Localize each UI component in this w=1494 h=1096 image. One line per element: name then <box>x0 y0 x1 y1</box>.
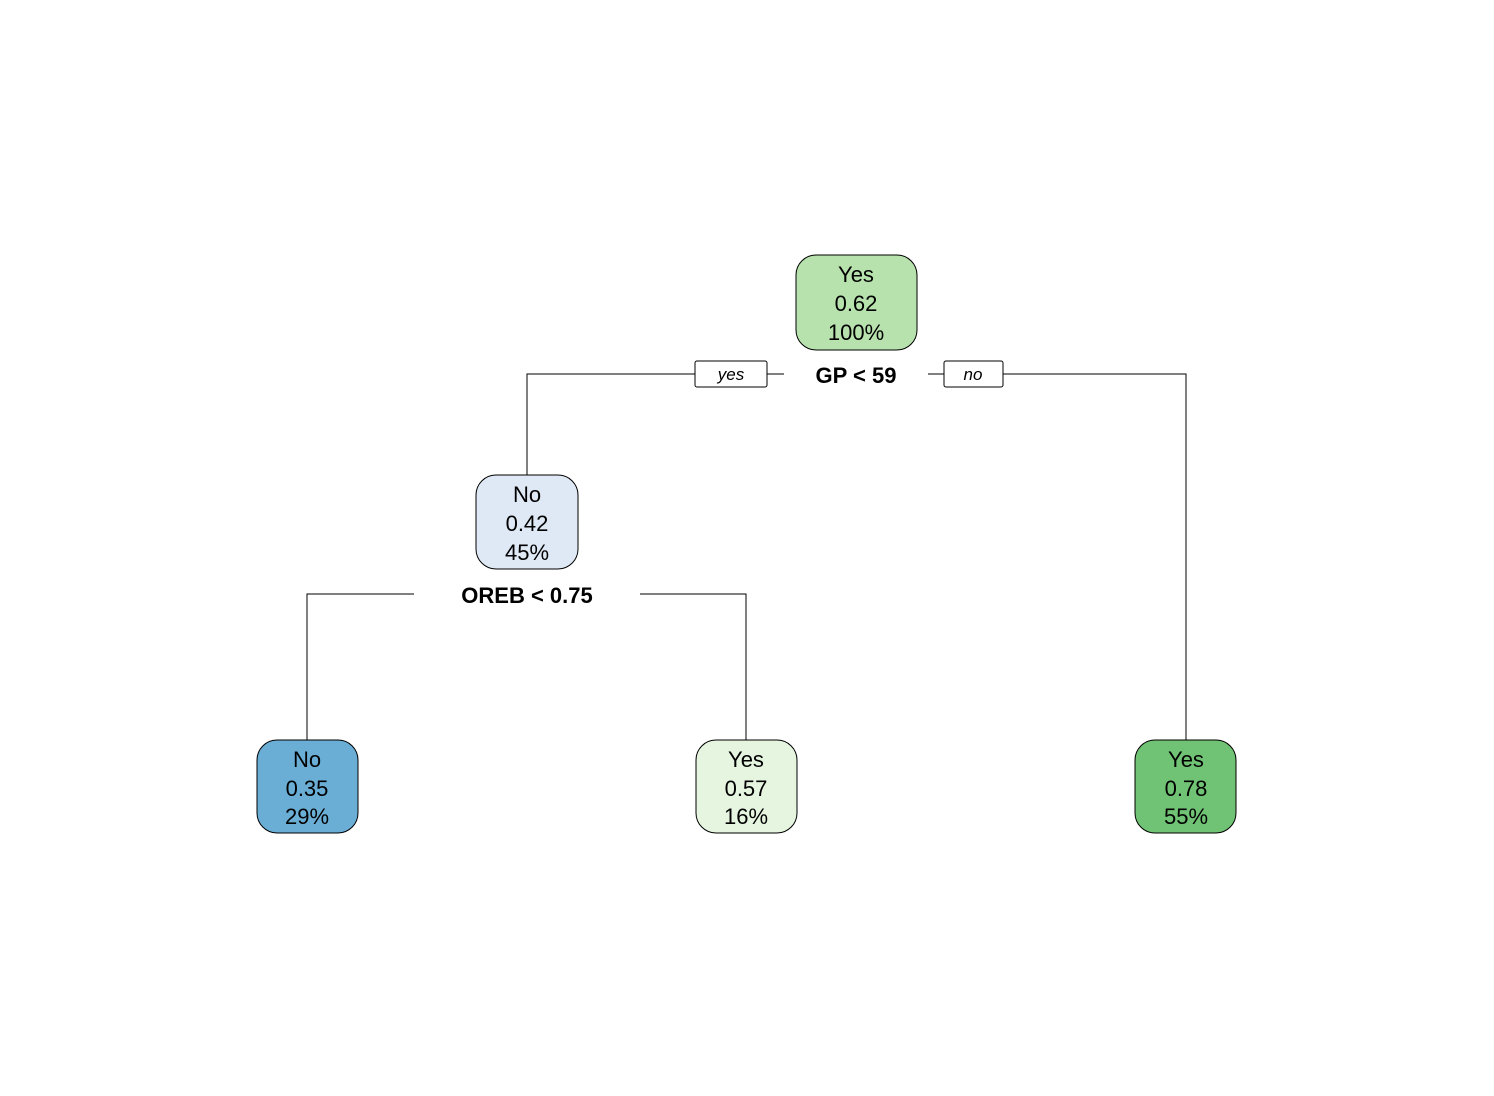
node-class-label: No <box>513 482 541 507</box>
tree-leaf-right: Yes 0.78 55% <box>1134 739 1237 834</box>
node-box <box>256 739 359 834</box>
node-probability: 0.42 <box>506 511 549 536</box>
node-probability: 0.78 <box>1165 776 1208 801</box>
branch-label-yes-text: yes <box>717 365 745 384</box>
node-probability: 0.35 <box>286 776 329 801</box>
node-percentage: 16% <box>724 804 768 829</box>
edge-left-right <box>640 593 747 740</box>
split-label-root: GP < 59 <box>816 363 897 388</box>
tree-node-left: No 0.42 45% <box>475 474 579 570</box>
node-probability: 0.57 <box>725 776 768 801</box>
tree-edges <box>306 373 1187 740</box>
node-box <box>475 474 579 570</box>
edge-root-right <box>1003 373 1187 740</box>
node-class-label: Yes <box>728 747 764 772</box>
node-percentage: 100% <box>828 320 884 345</box>
node-percentage: 45% <box>505 540 549 565</box>
node-class-label: Yes <box>1168 747 1204 772</box>
node-class-label: Yes <box>838 262 874 287</box>
branch-label-yes: yes <box>694 360 768 388</box>
node-box <box>795 254 918 351</box>
split-label-left: OREB < 0.75 <box>461 583 592 608</box>
node-percentage: 55% <box>1164 804 1208 829</box>
node-box <box>1134 739 1237 834</box>
node-percentage: 29% <box>285 804 329 829</box>
tree-leaf-left-left: No 0.35 29% <box>256 739 359 834</box>
tree-node-root: Yes 0.62 100% <box>795 254 918 351</box>
branch-label-no-text: no <box>964 365 983 384</box>
node-class-label: No <box>293 747 321 772</box>
branch-label-no: no <box>943 360 1004 388</box>
edge-root-left <box>526 373 695 475</box>
node-box <box>695 739 798 834</box>
tree-leaf-left-right: Yes 0.57 16% <box>695 739 798 834</box>
edge-left-left <box>306 593 414 740</box>
node-probability: 0.62 <box>835 291 878 316</box>
